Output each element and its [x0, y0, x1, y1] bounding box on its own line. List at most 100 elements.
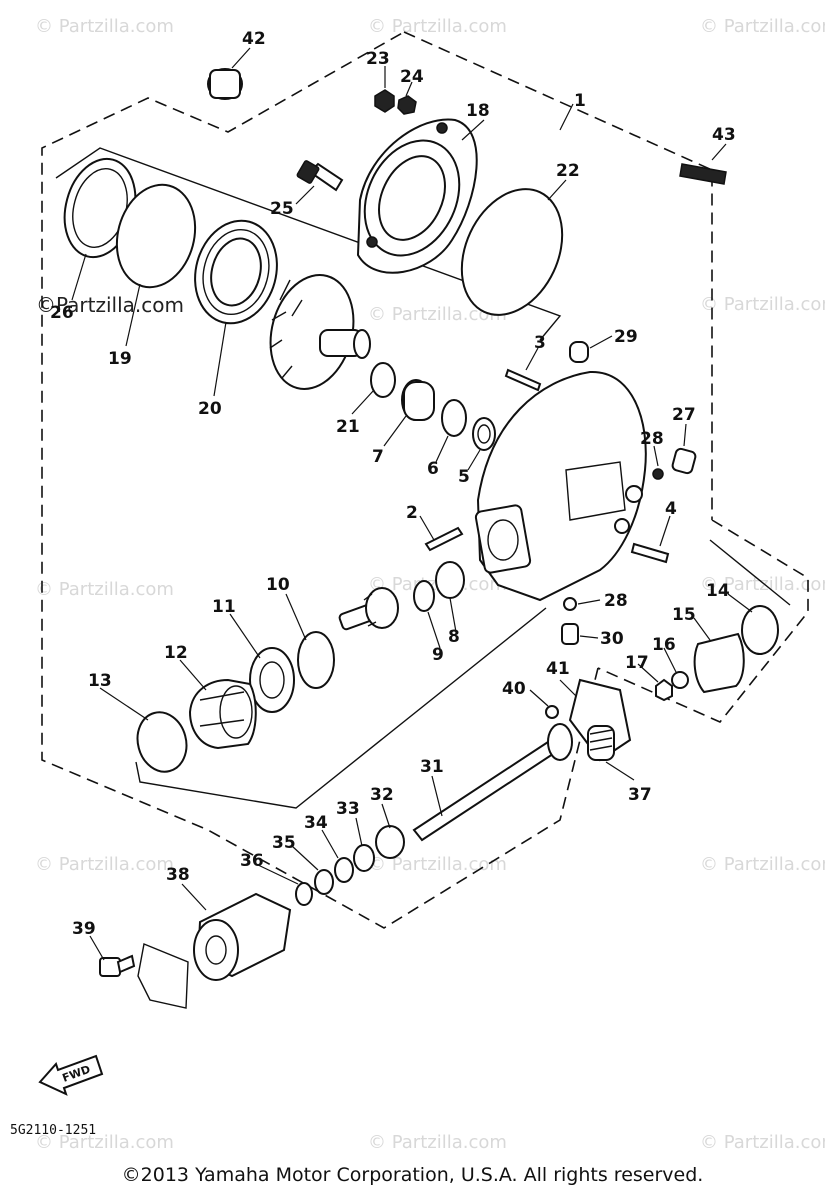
- part-label: 28: [604, 591, 628, 611]
- bushing-42: [207, 68, 243, 100]
- part-label: 40: [502, 679, 526, 699]
- pinion-gear: [338, 587, 399, 631]
- part-label: 26: [50, 303, 74, 323]
- watermark: © Partzilla.com: [35, 579, 174, 600]
- ring-gear: [269, 274, 371, 390]
- plate-43: [679, 163, 727, 185]
- watermark: © Partzilla.com: [700, 294, 825, 315]
- o-ring-22: [460, 188, 564, 316]
- o-ring-19: [115, 183, 197, 289]
- bearing-housing-12: [188, 678, 257, 750]
- watermark: © Partzilla.com: [368, 304, 507, 325]
- part-label: 20: [198, 399, 222, 419]
- collar-33: [353, 844, 375, 872]
- part-label: 18: [466, 101, 490, 121]
- part-label: 42: [242, 29, 266, 49]
- shim-21: [370, 362, 396, 398]
- fwd-arrow-icon: FWD: [38, 1054, 104, 1096]
- part-label: 27: [672, 405, 696, 425]
- part-label: 33: [336, 799, 360, 819]
- bushing-5: [472, 417, 496, 451]
- bearing-7: [401, 379, 435, 421]
- watermark: © Partzilla.com: [700, 1132, 825, 1153]
- oil-seal-14: [741, 605, 779, 655]
- bearing-32: [375, 825, 405, 859]
- bolt-27: [671, 447, 697, 475]
- watermark: © Partzilla.com: [35, 1132, 174, 1153]
- gear-case: [474, 370, 647, 602]
- part-label: 9: [432, 645, 444, 665]
- part-label: 37: [628, 785, 652, 805]
- part-40: [545, 705, 559, 719]
- watermark-dark: ©Partzilla.com: [36, 293, 184, 317]
- part-label: 21: [336, 417, 360, 437]
- part-label: 3: [534, 333, 546, 353]
- part-label: 14: [706, 581, 730, 601]
- part-label: 19: [108, 349, 132, 369]
- leader-lines: [71, 47, 753, 961]
- diagram-code: 5G2110-1251: [10, 1123, 96, 1138]
- shim-10: [297, 631, 335, 689]
- part-label: 38: [166, 865, 190, 885]
- gasket-outline: [137, 943, 189, 1009]
- bolt-25: [296, 160, 344, 192]
- bearing-20: [194, 219, 278, 325]
- part-label: 43: [712, 125, 736, 145]
- drive-shaft-31: [412, 723, 573, 842]
- watermark: © Partzilla.com: [368, 16, 507, 37]
- copyright-notice: ©2013 Yamaha Motor Corporation, U.S.A. A…: [121, 1164, 704, 1186]
- part-label: 12: [164, 643, 188, 663]
- part-label: 17: [625, 653, 649, 673]
- part-label: 34: [304, 813, 328, 833]
- part-label: 5: [458, 467, 470, 487]
- bolt-30: [561, 623, 579, 645]
- washer-16: [671, 671, 689, 689]
- coupling-38: [193, 892, 292, 981]
- watermark: © Partzilla.com: [700, 16, 825, 37]
- plug-29: [569, 341, 589, 363]
- part-label: 7: [372, 447, 384, 467]
- nut-35: [314, 869, 334, 895]
- bearing-8: [435, 561, 465, 599]
- part-label: 1: [574, 91, 586, 111]
- pin-3: [504, 368, 542, 392]
- stud-4: [630, 542, 670, 564]
- bearing-housing-18: [356, 118, 478, 274]
- part-label: 32: [370, 785, 394, 805]
- part-label: 16: [652, 635, 676, 655]
- part-label: 41: [546, 659, 570, 679]
- watermark: © Partzilla.com: [35, 854, 174, 875]
- cover-15: [693, 632, 745, 694]
- assembly-outline: [41, 31, 809, 929]
- washer-24: [397, 95, 417, 115]
- part-label: 31: [420, 757, 444, 777]
- o-ring-13: [136, 711, 188, 773]
- watermark: © Partzilla.com: [368, 854, 507, 875]
- part-label: 36: [240, 851, 264, 871]
- nut-17: [655, 678, 673, 702]
- part-label: 24: [400, 67, 424, 87]
- part-labels: 1 2 3 4 5 6 7 8 9 10 11 12 13 14 15 16 1…: [50, 29, 736, 939]
- part-label: 28: [640, 429, 664, 449]
- washer-28: [652, 468, 664, 480]
- shim-9: [413, 580, 435, 612]
- nut-23: [374, 89, 395, 113]
- part-label: 35: [272, 833, 296, 853]
- part-label: 30: [600, 629, 624, 649]
- bearing-11: [249, 647, 295, 713]
- part-label: 22: [556, 161, 580, 181]
- part-label: 2: [406, 503, 418, 523]
- part-label: 13: [88, 671, 112, 691]
- watermark: © Partzilla.com: [700, 574, 825, 595]
- spring-37: [587, 725, 615, 761]
- stud-2: [424, 526, 464, 552]
- part-label: 4: [665, 499, 677, 519]
- watermark: © Partzilla.com: [35, 16, 174, 37]
- part-label: 10: [266, 575, 290, 595]
- part-label: 8: [448, 627, 460, 647]
- watermark: © Partzilla.com: [368, 1132, 507, 1153]
- bolt-39: [99, 954, 136, 977]
- part-label: 23: [366, 49, 390, 69]
- washer-34: [334, 857, 354, 883]
